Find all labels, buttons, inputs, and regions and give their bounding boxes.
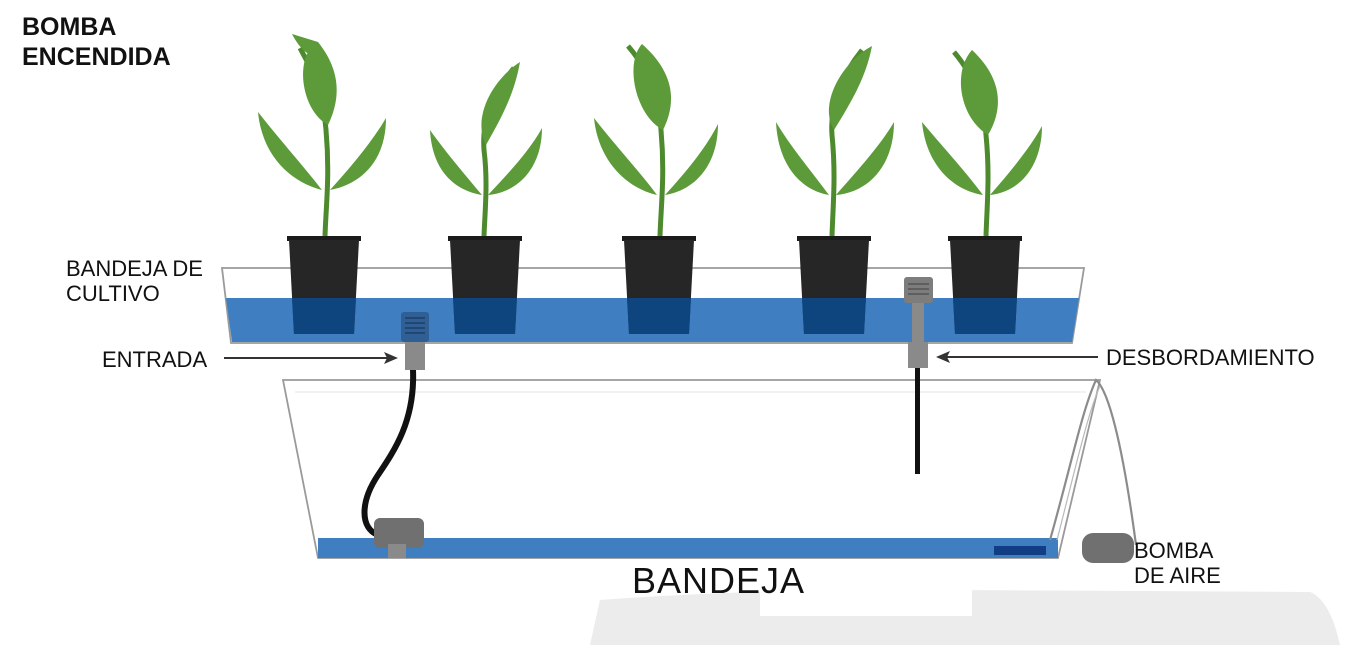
inlet-label: ENTRADA xyxy=(102,347,208,372)
air-pump-line-1: BOMBA xyxy=(1134,538,1214,563)
air-pump-line-2: DE AIRE xyxy=(1134,563,1221,589)
overflow-fitting xyxy=(904,277,933,368)
reservoir-label: BANDEJA xyxy=(632,560,806,601)
water-pump xyxy=(374,518,424,548)
entrada-arrow xyxy=(224,352,398,364)
air-stone xyxy=(994,546,1046,555)
grow-tray-line-1: BANDEJA DE xyxy=(66,256,203,281)
overflow-label: DESBORDAMIENTO xyxy=(1106,345,1315,370)
grow-tray-label: BANDEJA DE CULTIVO xyxy=(66,256,203,307)
water-pump-base xyxy=(388,544,406,558)
pump-state-line-1: BOMBA xyxy=(22,13,117,41)
overflow-pipe xyxy=(915,366,920,474)
reservoir-water xyxy=(318,538,1058,558)
air-line-inner xyxy=(1056,385,1101,541)
grow-tray-line-2: CULTIVO xyxy=(66,281,160,307)
pump-state-line-2: ENCENDIDA xyxy=(22,43,171,71)
air-line xyxy=(1048,378,1138,546)
inlet-hose xyxy=(361,367,417,538)
air-pump xyxy=(1082,533,1134,563)
air-pump-label: BOMBA DE AIRE xyxy=(1134,538,1221,589)
pump-state-label: BOMBA ENCENDIDA xyxy=(22,12,171,72)
inlet-fitting xyxy=(401,312,429,370)
submerged-pot-overlays xyxy=(292,298,1017,334)
desbordamiento-arrow xyxy=(936,351,1098,363)
label-backdrop xyxy=(760,570,972,616)
